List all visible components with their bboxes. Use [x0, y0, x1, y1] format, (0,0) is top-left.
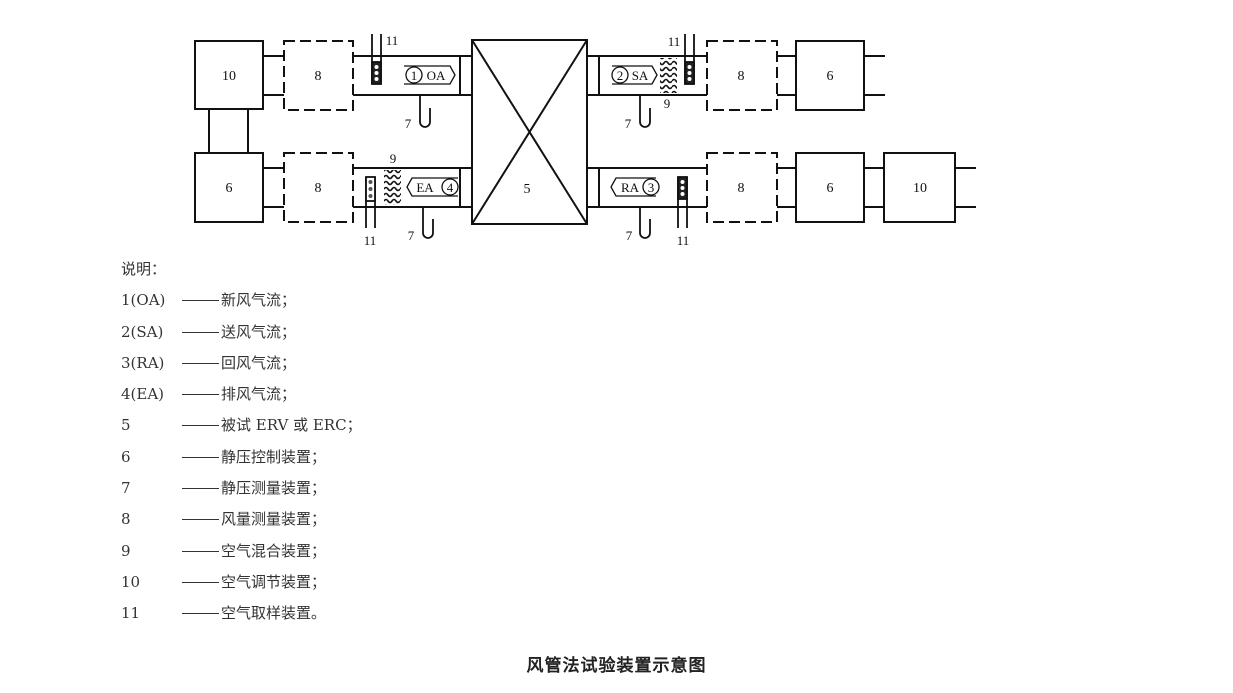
air-conditioning-unit-bottom-right — [883, 152, 956, 223]
label-10-bottom-right: 10 — [913, 181, 927, 196]
legend-key: 5 — [121, 416, 131, 435]
legend-key: 9 — [121, 541, 131, 560]
flow-label-ra: RA — [621, 180, 640, 195]
figure-caption: 风管法试验装置示意图 — [526, 656, 707, 676]
legend-item: 1(OA) 新风气流； — [121, 290, 296, 321]
test-apparatus-diagram: 1 OA 2 SA EA 4 RA 3 10 8 8 6 6 8 5 8 6 1… — [194, 33, 976, 248]
label-6-bottom-right: 6 — [827, 181, 834, 196]
legend-desc: 被试 ERV 或 ERC； — [221, 416, 362, 435]
legend-item: 6 静压控制装置； — [121, 447, 326, 478]
flow-label-oa: OA — [427, 68, 446, 83]
legend-desc: 排风气流； — [221, 385, 297, 404]
flow-arrow-sa — [612, 65, 658, 85]
air-sampling-device-sa — [684, 34, 695, 85]
label-11-ra: 11 — [677, 233, 690, 248]
air-sampling-device-ra — [677, 176, 688, 228]
label-7-oa: 7 — [405, 116, 412, 131]
flow-number-sa: 2 — [617, 68, 624, 83]
legend-item: 10 空气调节装置； — [121, 572, 326, 603]
legend-desc: 空气调节装置； — [221, 572, 327, 591]
label-7-ea: 7 — [408, 228, 415, 243]
label-6-bottom-left: 6 — [226, 181, 233, 196]
legend-item: 9 空气混合装置； — [121, 541, 326, 572]
legend-item: 7 静压测量装置； — [121, 478, 326, 509]
legend-key: 1(OA) — [121, 291, 166, 310]
legend-desc: 回风气流； — [221, 353, 297, 372]
air-mixing-device-sa — [660, 58, 677, 93]
label-8-bottom-left: 8 — [315, 181, 322, 196]
air-conditioning-unit-top-left — [194, 40, 264, 110]
label-6-top-right: 6 — [827, 69, 834, 84]
legend-item: 8 风量测量装置； — [121, 509, 326, 540]
flow-arrow-oa — [404, 65, 456, 85]
static-pressure-gauge-ea — [422, 207, 434, 239]
legend-key: 6 — [121, 447, 131, 466]
flow-number-ea: 4 — [447, 180, 454, 195]
legend-item: 3(RA) 回风气流； — [121, 353, 296, 384]
legend-key: 2(SA) — [121, 322, 164, 341]
legend: 说明： 1(OA) 新风气流； 2(SA) 送风气流； 3(RA) 回风气流； 4(E… — [121, 259, 362, 635]
flow-label-sa: SA — [632, 68, 649, 83]
static-pressure-control-bottom-right — [795, 152, 865, 223]
static-pressure-gauge-sa — [639, 95, 651, 128]
legend-key: 3(RA) — [121, 353, 165, 372]
flow-label-ea: EA — [416, 180, 434, 195]
legend-item: 2(SA) 送风气流； — [121, 322, 296, 353]
label-7-ra: 7 — [626, 228, 633, 243]
legend-item: 4(EA) 排风气流； — [121, 384, 296, 415]
legend-key: 4(EA) — [121, 385, 165, 404]
air-mixing-device-ea — [384, 170, 401, 205]
label-8-top-right: 8 — [738, 69, 745, 84]
flow-arrow-ra — [610, 177, 656, 197]
legend-key: 11 — [121, 604, 141, 623]
legend-desc: 空气取样装置。 — [221, 604, 327, 623]
flow-arrow-ea — [406, 177, 458, 197]
legend-desc: 风量测量装置； — [221, 510, 327, 529]
label-10-top-left: 10 — [222, 69, 236, 84]
label-8-bottom-right: 8 — [738, 181, 745, 196]
legend-key: 10 — [121, 572, 141, 591]
legend-desc: 空气混合装置； — [221, 541, 327, 560]
legend-desc: 新风气流； — [221, 291, 297, 310]
legend-desc: 静压测量装置； — [221, 479, 327, 498]
label-9-sa: 9 — [664, 96, 671, 111]
label-9-ea: 9 — [390, 151, 397, 166]
label-11-sa: 11 — [668, 34, 681, 49]
static-pressure-gauge-ra — [639, 207, 651, 239]
legend-item: 5 被试 ERV 或 ERC； — [121, 415, 362, 446]
airflow-measuring-device-bottom-left — [283, 152, 354, 223]
legend-key: 8 — [121, 510, 131, 529]
airflow-measuring-device-top-left — [283, 40, 354, 111]
flow-number-ra: 3 — [648, 180, 655, 195]
legend-title: 说明： — [121, 260, 167, 278]
label-8-top-left: 8 — [315, 69, 322, 84]
label-5: 5 — [524, 182, 531, 197]
legend-desc: 静压控制装置； — [221, 447, 327, 466]
air-sampling-device-oa — [371, 34, 382, 85]
label-7-sa: 7 — [625, 116, 632, 131]
legend-item: 11 空气取样装置。 — [121, 603, 326, 634]
static-pressure-gauge-oa — [419, 95, 431, 128]
label-11-oa: 11 — [386, 33, 399, 48]
airflow-measuring-device-top-right — [706, 40, 778, 111]
airflow-measuring-device-bottom-right — [706, 152, 778, 223]
static-pressure-control-top-right — [795, 40, 865, 111]
label-11-ea: 11 — [364, 233, 377, 248]
air-sampling-device-ea — [365, 176, 376, 228]
static-pressure-control-bottom-left — [194, 152, 264, 223]
legend-desc: 送风气流； — [221, 322, 297, 341]
legend-key: 7 — [121, 479, 131, 498]
flow-number-oa: 1 — [411, 68, 418, 83]
